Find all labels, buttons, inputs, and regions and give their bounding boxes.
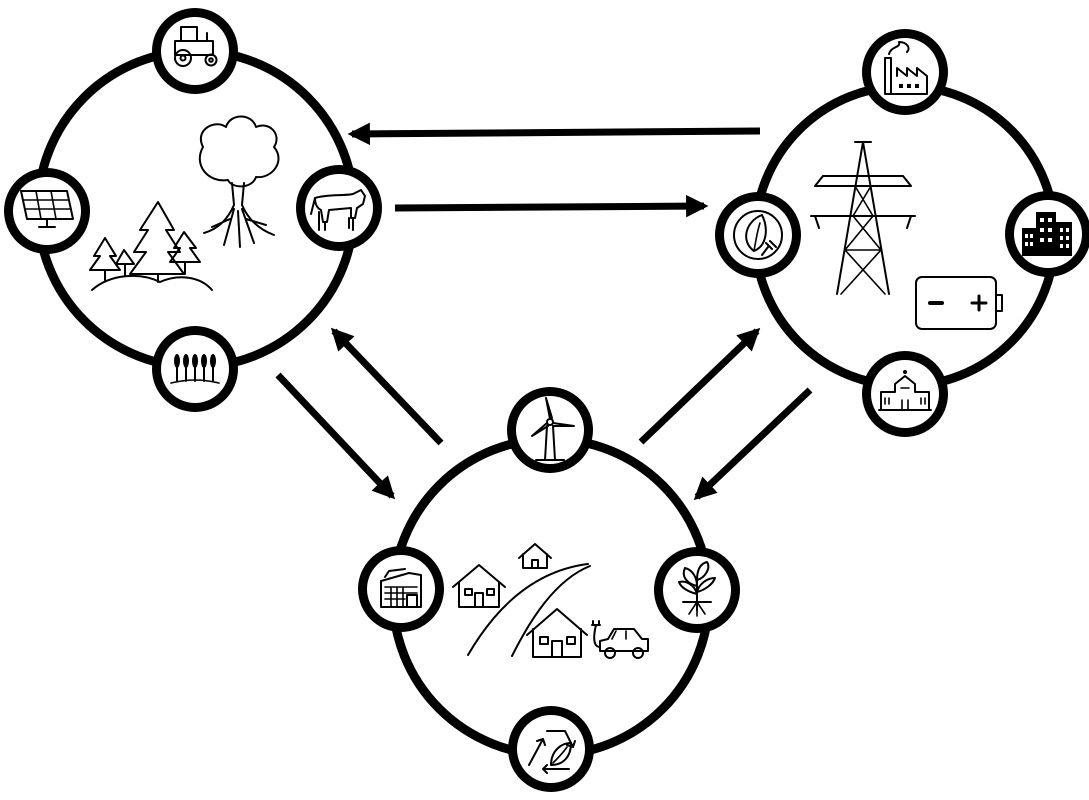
arrow-rural-to-settlement	[275, 372, 396, 500]
solar-panel-node	[4, 168, 90, 254]
houses-icon	[452, 543, 588, 658]
school-icon	[878, 370, 932, 411]
sprouting-plant-icon	[678, 561, 716, 617]
tree-icon	[198, 115, 280, 248]
green-energy-node	[715, 192, 801, 278]
cow-icon	[310, 189, 366, 231]
factory-icon	[884, 41, 928, 95]
tractor-node	[152, 8, 238, 94]
forest-icon	[89, 201, 213, 291]
wind-turbine-node	[507, 387, 593, 473]
green-energy-plug-icon	[733, 210, 783, 260]
cow-node	[296, 165, 382, 251]
office-buildings-icon	[1022, 212, 1072, 256]
school-node	[862, 351, 948, 437]
recycle-leaf-icon	[528, 730, 576, 774]
arrow-energy-to-rural	[347, 122, 761, 146]
office-buildings-node	[1005, 191, 1089, 277]
house-left-icon	[452, 564, 506, 608]
power-pylon-icon	[810, 141, 916, 295]
battery-icon	[915, 276, 1003, 330]
wind-turbine-icon	[531, 397, 575, 461]
warehouse-node	[358, 546, 444, 632]
wheat-icon	[170, 354, 220, 384]
arrow-settlement-to-rural	[330, 327, 444, 446]
factory-node	[862, 29, 948, 115]
tractor-icon	[174, 26, 218, 67]
wheat-node	[152, 326, 238, 412]
arrow-rural-to-energy	[394, 194, 709, 218]
sprouting-plant-node	[654, 547, 740, 633]
recycle-node	[508, 706, 594, 792]
electric-car-icon	[591, 620, 649, 659]
road-icon	[467, 563, 591, 657]
arrow-settlement-to-energy	[638, 327, 761, 445]
warehouse-icon	[380, 568, 422, 608]
house-small-icon	[518, 543, 552, 569]
house-center-icon	[526, 608, 588, 658]
solar-panel-icon	[20, 190, 74, 228]
arrow-energy-to-settlement	[693, 387, 813, 501]
